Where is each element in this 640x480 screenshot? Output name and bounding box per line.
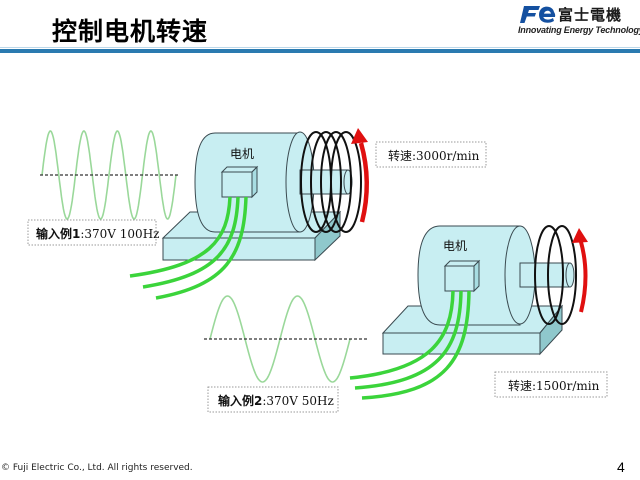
input-label-box-2 [207,386,339,413]
fuji-logo: 富士電機 Innovating Energy Technology [518,3,640,41]
header-rule-highlight [0,47,640,48]
motor-1: 电机 [129,128,369,300]
motor-1-wires [129,196,248,300]
fe-logo-icon [520,6,556,23]
motor-2-rotation-arrow-icon [572,228,588,313]
motor-2: 电机 [349,225,588,400]
speed-label-1: 转速:3000r/min [375,141,487,168]
input-label-box-1 [27,219,157,246]
speed-label-1-text: 转速:3000r/min [388,148,480,163]
input-label-1: 输入例1:370V 100Hz [27,219,159,246]
page-number: 4 [617,459,625,475]
motor-2-coils [534,225,577,325]
header-rule [0,49,640,53]
svg-text:输入例1:370V 100Hz: 输入例1:370V 100Hz [36,226,159,241]
speed-label-box-2 [494,371,608,398]
speed-label-2: 转速:1500r/min [494,371,608,398]
page-title: 控制电机转速 [52,17,209,46]
motor-2-wires [349,290,471,400]
input-label-1-prefix: 输入例1 [36,226,80,241]
motor-2-label: 电机 [443,239,467,253]
motor-2-terminal-box [443,259,481,293]
motor-2-shaft [519,262,575,288]
input-waveform-2 [204,295,368,383]
input-label-2-prefix: 输入例2 [218,393,262,408]
logo-company-name: 富士電機 [558,6,623,24]
input-label-2-value: :370V 50Hz [262,394,333,408]
motor-1-terminal-box [220,165,259,199]
speed-label-box-1 [375,141,487,168]
motor-1-rotation-arrow-icon [351,128,369,223]
input-waveform-1 [40,130,178,220]
motor-1-label: 电机 [230,147,254,161]
svg-text:输入例2:370V 50Hz: 输入例2:370V 50Hz [218,393,334,408]
motor-1-shaft [299,169,353,195]
input-label-2: 输入例2:370V 50Hz [207,386,339,413]
input-label-1-value: :370V 100Hz [80,227,159,241]
logo-tagline: Innovating Energy Technology [518,25,640,35]
motor-1-coils [300,131,362,233]
sine-wave-100hz [41,130,177,220]
copyright-notice: © Fuji Electric Co., Ltd. All rights res… [1,463,193,473]
speed-label-2-text: 转速:1500r/min [508,378,600,393]
